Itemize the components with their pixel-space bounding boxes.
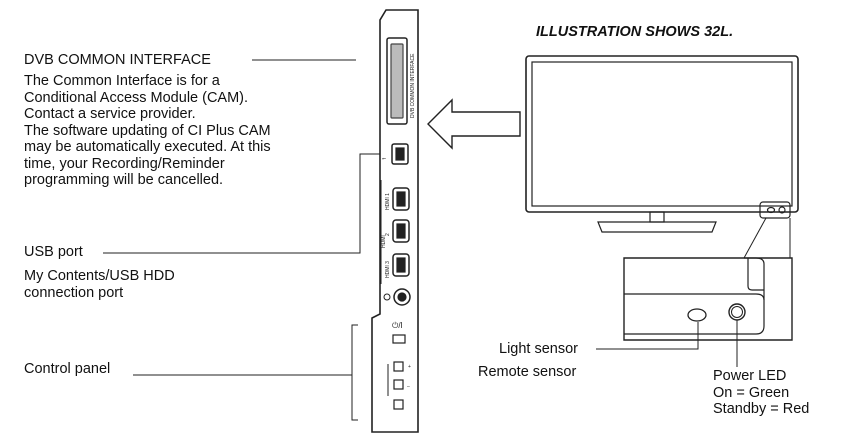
input-button [392, 334, 406, 344]
arrow-icon [427, 98, 521, 150]
dvb-heading: DVB COMMON INTERFACE [24, 52, 211, 68]
channel-button [393, 399, 404, 410]
hdmi-3-label: HDMI 3 [385, 261, 391, 278]
hdmi-port-1 [392, 187, 410, 211]
usb-symbol-icon: ⭠ [382, 156, 386, 162]
control-panel-heading: Control panel [24, 361, 111, 377]
dvb-description: The Common Interface is for a Conditiona… [24, 73, 271, 188]
leader-lines [103, 59, 380, 421]
usb-description: My Contents/USB HDD connection port [24, 268, 175, 301]
light-sensor-label: Light sensor [499, 341, 578, 357]
hdmi-2-label: 2 [385, 233, 391, 236]
hdmi-logo: HDMI [381, 235, 387, 248]
usb-heading: USB port [24, 244, 83, 260]
plus-mark: + [408, 364, 411, 370]
illustration-note: ILLUSTRATION SHOWS 32L. [536, 24, 734, 40]
tv-front [525, 55, 799, 233]
hdmi-1-label: HDMI 1 [385, 193, 391, 210]
side-panel: DVB COMMON INTERFACE ⭠ HDMI 1 2 HDMI 3 H… [371, 9, 419, 433]
remote-sensor-label: Remote sensor [478, 364, 577, 380]
power-icon: ⏻/I [392, 321, 403, 330]
minus-mark: – [407, 384, 410, 390]
usb-port [391, 143, 409, 165]
hdmi-port-2 [392, 219, 410, 243]
volume-up-button [393, 361, 404, 372]
volume-down-button [393, 379, 404, 390]
light-sensor-window [687, 308, 707, 322]
ci-slot [386, 37, 408, 125]
ci-slot-label: DVB COMMON INTERFACE [410, 53, 416, 118]
front-panel-zoom [623, 257, 793, 341]
headphone-icon [383, 293, 391, 301]
headphone-jack [393, 288, 411, 306]
power-led-label: Power LED On = Green Standby = Red [713, 368, 810, 417]
hdmi-port-3 [392, 253, 410, 277]
